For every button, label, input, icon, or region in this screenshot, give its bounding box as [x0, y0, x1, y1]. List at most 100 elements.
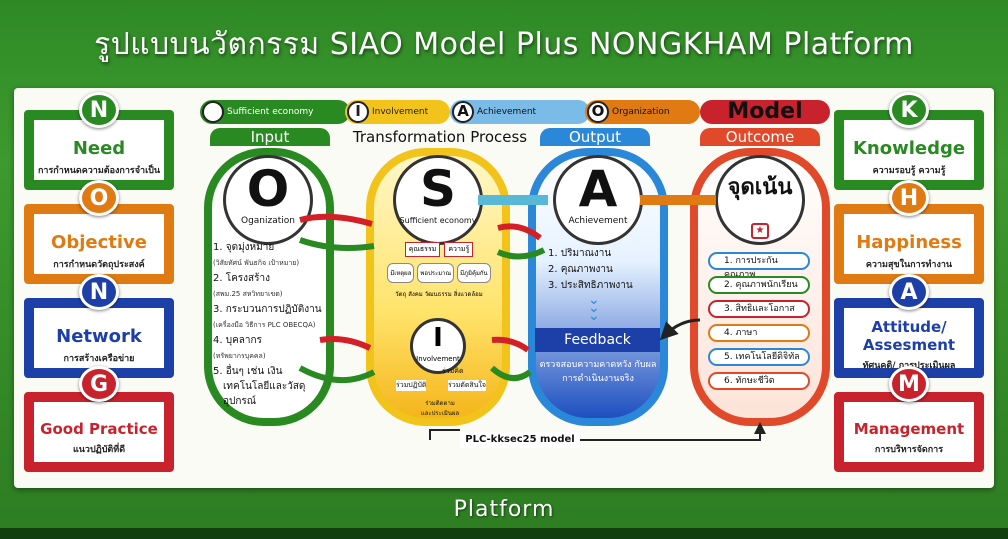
outcome-item: 4. ภาษา — [708, 324, 810, 342]
page-title: รูปแบบนวัตกรรม SIAO Model Plus NONGKHAM … — [94, 27, 914, 62]
hex-label: สังคม — [408, 291, 423, 298]
hex-label: คุณธรรม — [404, 242, 441, 257]
part-label: ร่วมติดตามและประเมินผล — [420, 400, 460, 417]
list-item: 3. กระบวนการปฏิบัติงาน (เครื่องมือ วิธีกา… — [213, 302, 329, 333]
hex-label: มีเหตุผล — [387, 263, 415, 283]
strip-letter: A — [452, 101, 474, 123]
badge-a: A — [889, 274, 929, 310]
part-label: ร่วมคิด — [442, 367, 464, 375]
focus-label: จุดเน้น — [727, 175, 793, 200]
feedback-text: ตรวจสอบความคาดหวัง กับผลการดำเนินงานจริง — [539, 360, 657, 384]
card-subtitle: ความสุขในการทำงาน — [865, 260, 953, 270]
circle-letter: A — [578, 160, 618, 218]
part-label: ร่วมตัดสินใจ — [448, 380, 486, 391]
involvement-letter: I — [433, 323, 443, 353]
list-item-text: 3. กระบวนการปฏิบัติงาน — [213, 304, 322, 315]
card-subtitle: แนวปฏิบัติที่ดี — [72, 445, 126, 455]
list-item-text: 4. บุคลากร — [213, 335, 262, 346]
card-title: Attitude/ Assesment — [862, 318, 956, 354]
list-item: 2. โครงสร้าง (สพม.25 สหวิทยาเขต) — [213, 271, 329, 302]
circle-caption: Oganization — [241, 216, 295, 226]
card-title: Objective — [51, 232, 147, 253]
s-elements: คุณธรรม ความรู้ มีเหตุผล พอประมาณ มีภูมิ… — [380, 242, 498, 299]
strip-letter: S — [202, 101, 224, 123]
label-outcome: Outcome — [700, 128, 820, 146]
circle-s: S Sufficient economy — [393, 155, 483, 245]
badge-h: H — [889, 180, 929, 216]
outcome-item: 6. ทักษะชีวิต — [708, 372, 810, 390]
bottom-bar — [0, 528, 1008, 539]
list-item-sub: (ทรัพยากรบุคคล) — [213, 352, 266, 360]
circle-letter: S — [419, 160, 456, 218]
output-list: 1. ปริมาณงาน 2. คุณภาพงาน 3. ประสิทธิภาพ… — [548, 246, 658, 294]
strip-label: Involvement — [372, 107, 429, 117]
list-item-text: 2. โครงสร้าง — [213, 273, 271, 284]
card-happiness: Happiness ความสุขในการทำงาน — [834, 204, 984, 284]
outcome-item: 2. คุณภาพนักเรียน — [708, 276, 810, 294]
list-item: 1. จุดมุ่งหมาย (วิสัยทัศน์ พันธกิจ เป้าหม… — [213, 240, 329, 271]
badge-k: K — [889, 92, 929, 128]
involvement-circle: I Involvement — [410, 318, 466, 374]
strip-label: Organization — [612, 107, 670, 117]
list-item: 2. คุณภาพงาน — [548, 264, 613, 275]
card-title: Good Practice — [40, 420, 158, 438]
label-transform: Transformation Process — [352, 128, 528, 146]
badge-n: N — [79, 92, 119, 128]
badge-m: M — [889, 366, 929, 402]
card-title: Network — [56, 326, 142, 347]
strip-model: Model — [700, 100, 830, 124]
outcome-item: 1. การประกันคุณภาพ — [708, 252, 810, 280]
circle-a: A Achievement — [553, 155, 643, 245]
circle-o: O Oganization — [223, 155, 313, 245]
badge-g: G — [79, 366, 119, 402]
platform-label: Platform — [453, 497, 555, 522]
feedback-label: Feedback — [535, 328, 660, 352]
circle-caption: Achievement — [568, 216, 628, 226]
down-chevron-icon: ⌄⌄⌄ — [588, 292, 600, 324]
list-item: 4. บุคลากร (ทรัพยากรบุคคล) — [213, 333, 329, 364]
card-subtitle: การบริหารจัดการ — [874, 445, 944, 455]
trophy-icon: ★ — [751, 223, 769, 239]
card-subtitle: การกำหนดวัตถุประสงค์ — [53, 260, 145, 270]
list-item-sub: (สพม.25 สหวิทยาเขต) — [213, 290, 283, 298]
hex-label: วัตถุ — [395, 291, 407, 298]
strip-label: Achievement — [477, 107, 537, 117]
list-item-sub: (วิสัยทัศน์ พันธกิจ เป้าหมาย) — [213, 259, 300, 267]
badge-n2: N — [79, 274, 119, 310]
card-good-practice: Good Practice แนวปฏิบัติที่ดี — [24, 392, 174, 472]
involvement-caption: Involvement — [416, 355, 460, 363]
card-title: Management — [853, 420, 965, 438]
list-item-sub: (เครื่องมือ วิธีการ PLC OBECQA) — [213, 321, 316, 329]
part-label: ร่วมปฏิบัติ — [396, 380, 427, 391]
card-title: Knowledge — [852, 138, 966, 159]
card-subtitle: ความรอบรู้ ความรู้ — [872, 166, 946, 176]
strip-letter: I — [347, 101, 369, 123]
plc-label: PLC-kksec25 model — [460, 432, 580, 448]
hex-label: วัฒนธรรม — [424, 291, 452, 298]
strip-label: Sufficient economy — [227, 107, 314, 117]
card-management: Management การบริหารจัดการ — [834, 392, 984, 472]
list-item: 1. ปริมาณงาน — [548, 248, 612, 259]
list-item-text: 1. จุดมุ่งหมาย — [213, 242, 275, 253]
list-item: เทคโนโลยีและวัสดุ — [223, 381, 306, 392]
badge-o: O — [79, 180, 119, 216]
list-item: อุปกรณ์ — [223, 396, 257, 407]
hex-label: ความรู้ — [444, 242, 474, 257]
input-list: 1. จุดมุ่งหมาย (วิสัยทัศน์ พันธกิจ เป้าหม… — [213, 240, 329, 409]
outcome-item: 3. สิทธิและโอกาส — [708, 300, 810, 318]
card-title: Need — [72, 138, 126, 159]
label-output: Output — [540, 128, 650, 146]
card-subtitle: การกำหนดความต้องการจำเป็น — [37, 166, 161, 176]
outcome-item: 5. เทคโนโลยีดิจิทัล — [708, 348, 810, 366]
card-title: Happiness — [856, 232, 962, 253]
circle-caption: Sufficient economy — [399, 216, 477, 225]
card-objective: Objective การกำหนดวัตถุประสงค์ — [24, 204, 174, 284]
label-input: Input — [210, 128, 330, 146]
circle-letter: O — [246, 160, 290, 218]
hex-label: สิ่งแวดล้อม — [453, 291, 483, 298]
circle-focus: จุดเน้น ★ — [715, 155, 805, 245]
